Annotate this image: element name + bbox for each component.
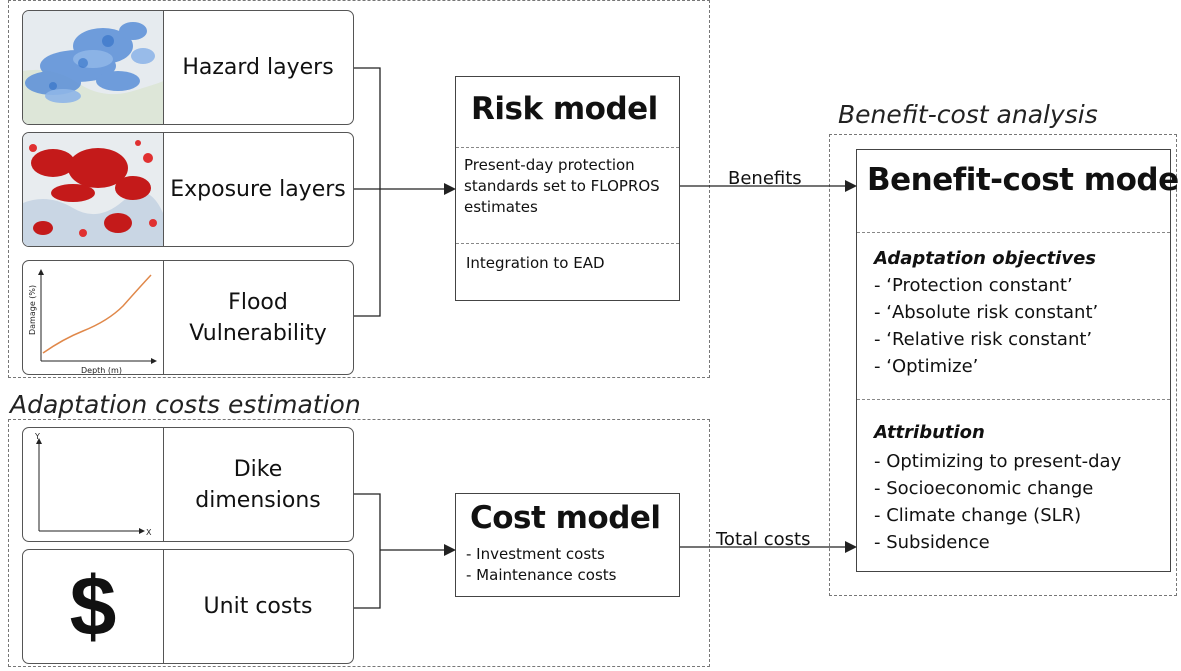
risk-model-divider-2 <box>456 243 679 244</box>
cost-model-title: Cost model <box>470 500 661 536</box>
unit-costs-card: $ Unit costs <box>22 549 354 664</box>
unit-costs-label: Unit costs <box>203 594 313 619</box>
risk-model-step-protection: Present-day protection standards set to … <box>464 156 660 216</box>
adaptation-costs-group <box>8 419 710 667</box>
vuln-damage-curve <box>42 274 152 354</box>
dollar-icon: $ <box>23 550 164 663</box>
hazard-layers-label: Hazard layers <box>182 55 334 80</box>
objective-optimize: - ‘Optimize’ <box>874 356 979 377</box>
risk-inputs-bracket <box>354 67 381 317</box>
dike-dimensions-card: Y X Dike dimensions <box>22 427 354 542</box>
cost-inputs-bracket <box>354 493 381 609</box>
vuln-y-label: Damage (%) <box>28 285 37 335</box>
vuln-x-label: Depth (m) <box>81 366 122 375</box>
risk-model-divider-1 <box>456 147 679 148</box>
attribution-optimizing-present-day: - Optimizing to present-day <box>874 451 1122 472</box>
exposure-map-thumbnail <box>23 133 164 246</box>
adaptation-objectives-heading: Adaptation objectives <box>874 248 1096 269</box>
flood-vulnerability-label: Flood Vulnerability <box>189 289 327 346</box>
cost-model-box: Cost model - Investment costs - Maintena… <box>455 493 680 597</box>
hazard-map-image <box>23 11 163 124</box>
bc-divider-1 <box>857 232 1170 233</box>
total-costs-label: Total costs <box>716 529 811 550</box>
exposure-layers-card: Exposure layers <box>22 132 354 247</box>
cost-model-item-investment: - Investment costs <box>466 545 605 563</box>
dike-x-label: X <box>146 528 152 537</box>
hazard-map-thumbnail <box>23 11 164 124</box>
risk-model-step-ead: Integration to EAD <box>466 254 605 272</box>
attribution-heading: Attribution <box>874 422 985 443</box>
dike-axes-thumbnail: Y X <box>23 428 164 541</box>
attribution-climate-change: - Climate change (SLR) <box>874 505 1082 526</box>
benefit-cost-group <box>829 134 1177 596</box>
exposure-layers-label: Exposure layers <box>170 177 346 202</box>
hazard-layers-card: Hazard layers <box>22 10 354 125</box>
dike-y-label: Y <box>34 432 40 441</box>
benefit-cost-analysis-title: Benefit-cost analysis <box>838 100 1098 129</box>
benefit-cost-model-box: Benefit-cost model Adaptation objectives… <box>856 149 1181 572</box>
dike-axes-chart: Y X <box>34 432 152 537</box>
vulnerability-curve-chart: Depth (m) Damage (%) <box>28 269 157 375</box>
risk-model-box: Risk model Present-day protection standa… <box>455 76 680 301</box>
risk-inputs-group <box>8 0 710 378</box>
exposure-map-image <box>23 133 163 246</box>
attribution-subsidence: - Subsidence <box>874 532 990 553</box>
benefit-cost-model-title: Benefit-cost model <box>867 162 1181 198</box>
flood-vulnerability-card: Depth (m) Damage (%) Flood Vulnerability <box>22 260 354 375</box>
vulnerability-curve-thumbnail: Depth (m) Damage (%) <box>23 261 164 374</box>
risk-model-title: Risk model <box>471 91 658 127</box>
objective-absolute-risk-constant: - ‘Absolute risk constant’ <box>874 302 1099 323</box>
dollar-symbol: $ <box>69 559 117 653</box>
cost-model-item-maintenance: - Maintenance costs <box>466 566 617 584</box>
benefits-label: Benefits <box>728 168 802 189</box>
dike-dimensions-label: Dike dimensions <box>195 456 321 513</box>
objective-protection-constant: - ‘Protection constant’ <box>874 275 1073 296</box>
objective-relative-risk-constant: - ‘Relative risk constant’ <box>874 329 1093 350</box>
adaptation-costs-title: Adaptation costs estimation <box>10 390 361 419</box>
attribution-socioeconomic-change: - Socioeconomic change <box>874 478 1094 499</box>
bc-divider-2 <box>857 399 1170 400</box>
